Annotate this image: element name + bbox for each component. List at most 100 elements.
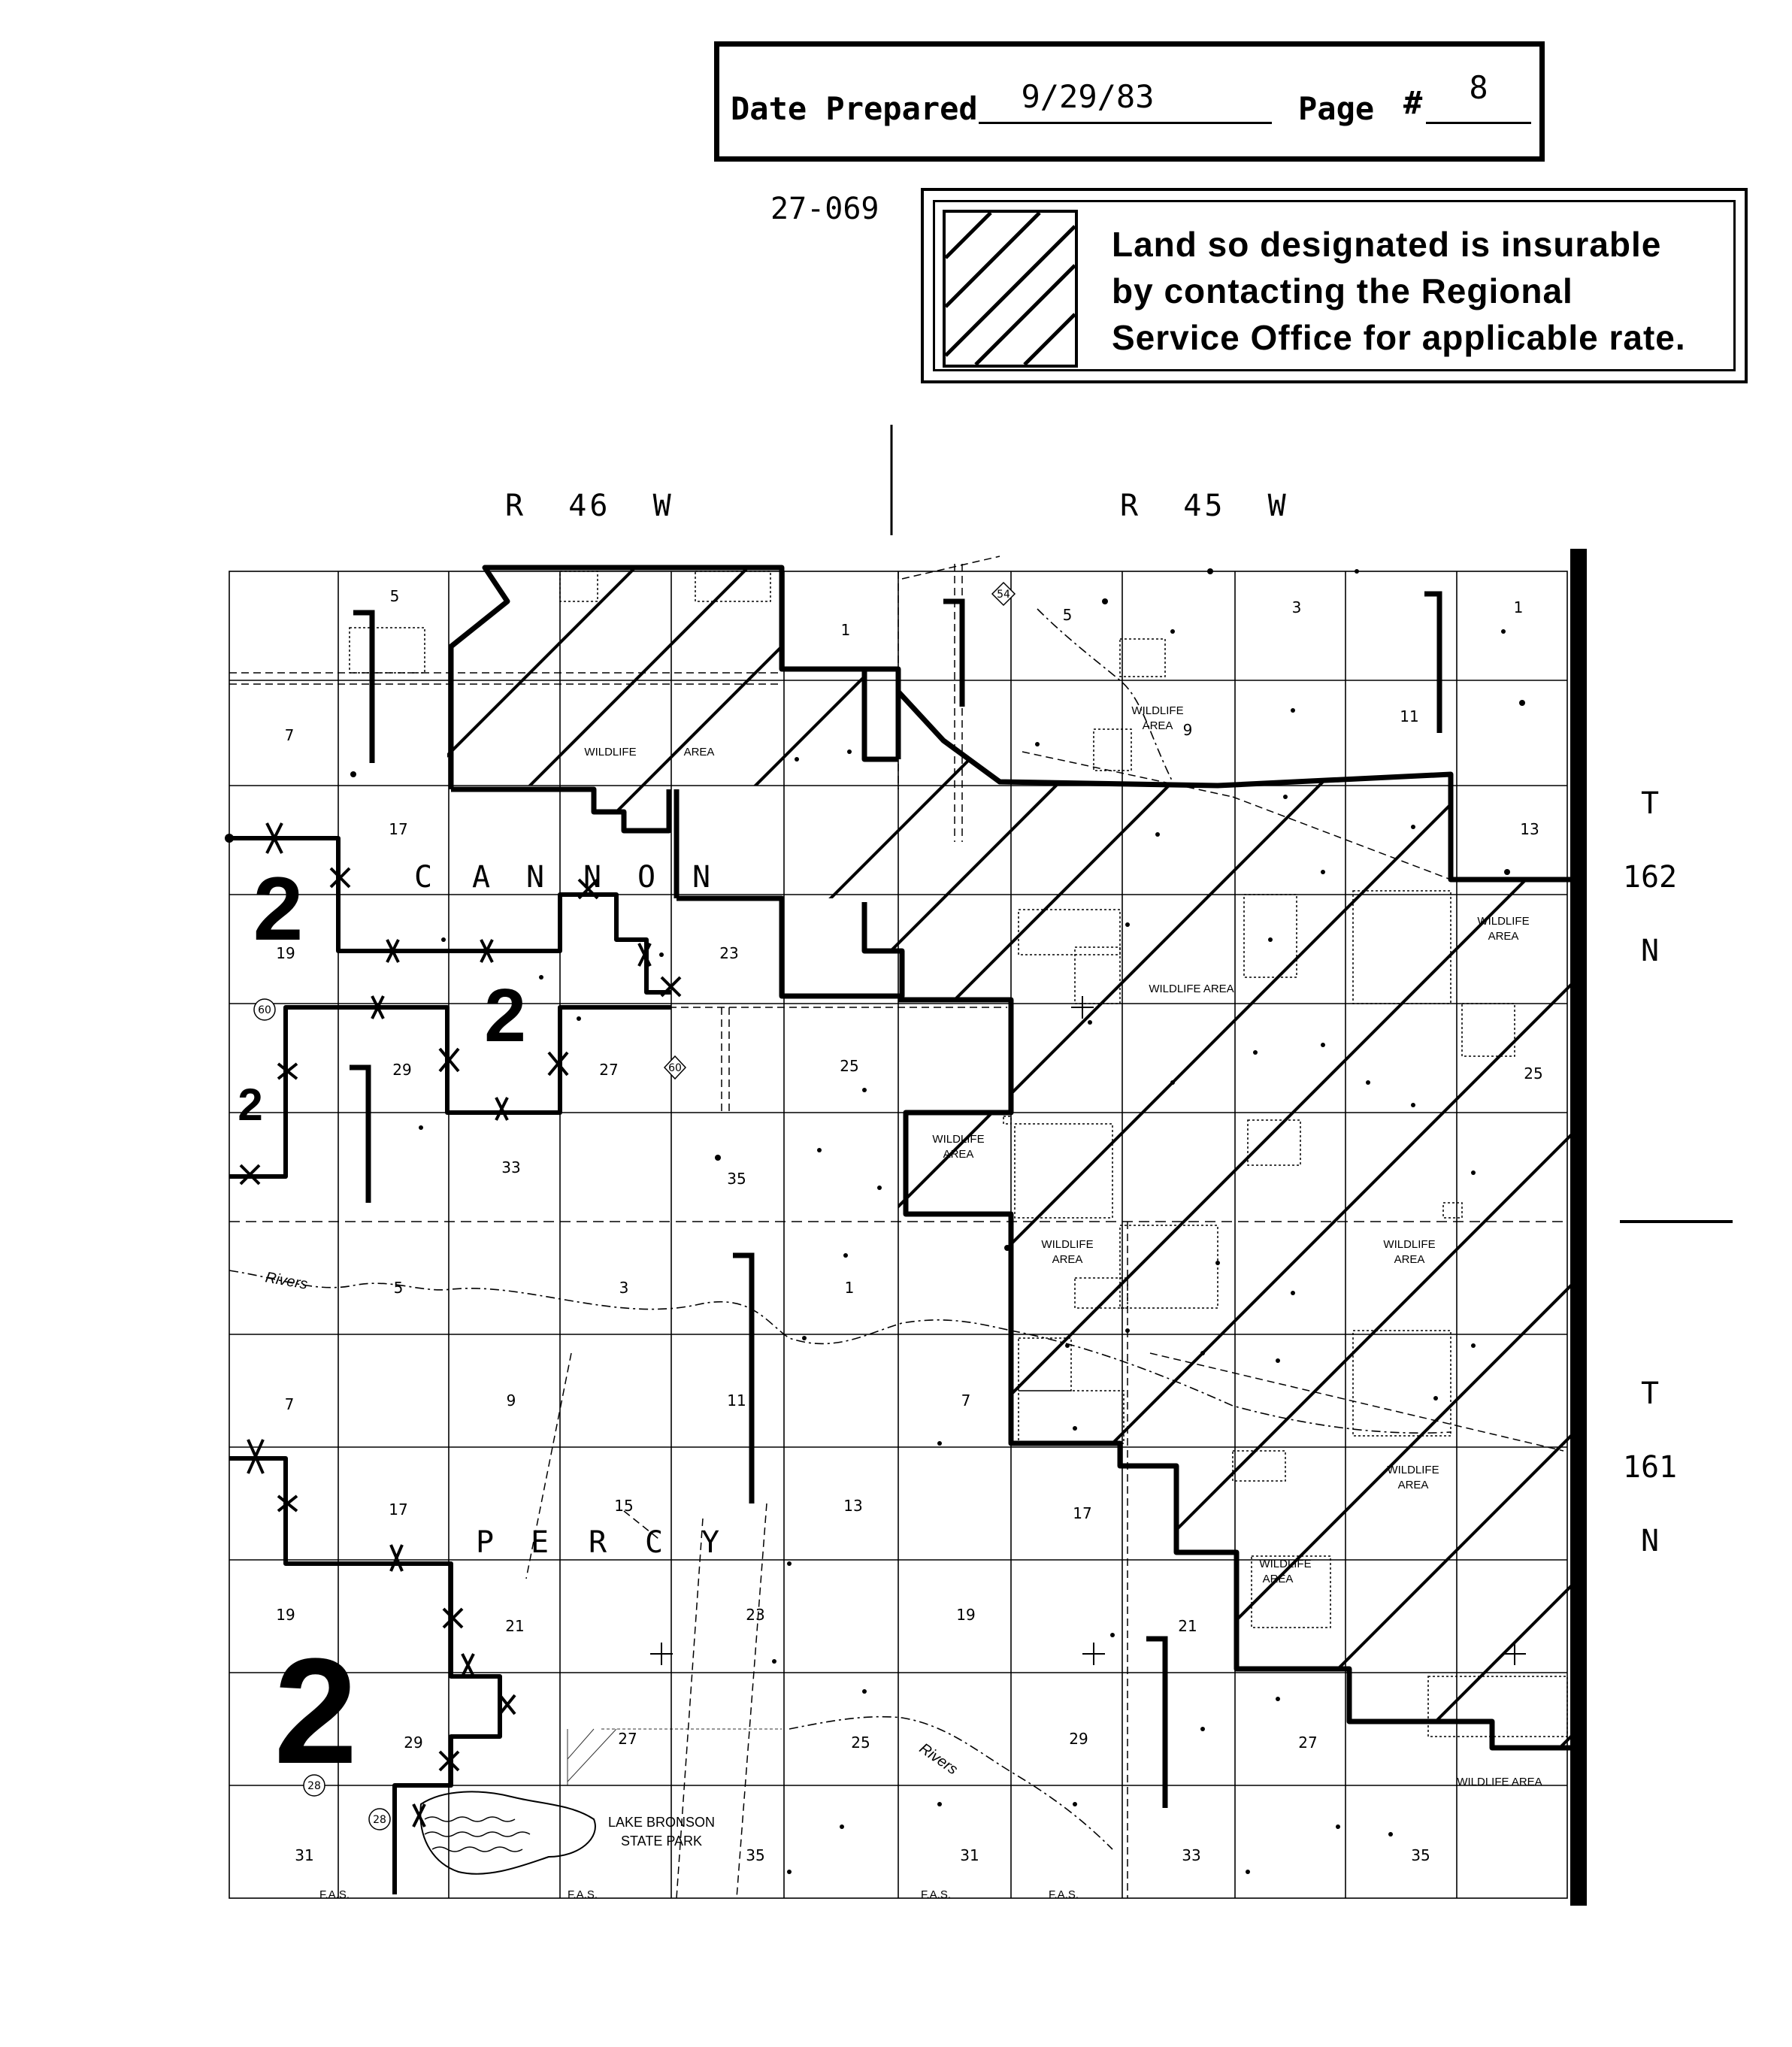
section-number: 23 [746, 1606, 764, 1624]
section-number: 19 [956, 1606, 975, 1624]
section-number: 11 [1400, 707, 1418, 725]
page-label: Page [1298, 90, 1375, 127]
wildlife-area-label: WILDLIFE AREA [1457, 1776, 1542, 1788]
cannon-letter: N [692, 860, 710, 895]
section-number: 1 [1514, 598, 1524, 616]
highway-shields: 60 60 54 28 28 [253, 581, 1016, 1830]
section-number: 3 [619, 1279, 629, 1297]
wildlife-label: WILDLIFE [1477, 915, 1529, 928]
area-label: AREA [1052, 1253, 1083, 1266]
section-number: 25 [840, 1057, 858, 1075]
lake-bronson [419, 1728, 782, 1875]
legend-line-1: Land so designated is insurable [1112, 225, 1662, 264]
rivers [229, 608, 1451, 1850]
area-label: AREA [1394, 1253, 1425, 1266]
percy-letter: E [531, 1525, 549, 1560]
date-prepared-label: Date Prepared [731, 90, 978, 127]
bracket-markers [350, 591, 1442, 1808]
section-number: 13 [843, 1497, 862, 1515]
section-number: 5 [1063, 606, 1073, 624]
legend-text: Land so designated is insurable by conta… [1112, 221, 1726, 361]
highway-54-diamond-icon [991, 581, 1016, 607]
fas-label: F.A.S. [1049, 1888, 1079, 1901]
section-number: 29 [392, 1061, 411, 1079]
section-number: 7 [285, 1395, 295, 1413]
section-number: 7 [961, 1391, 971, 1410]
section-number: 29 [1069, 1730, 1088, 1748]
township-161-number: 161 [1622, 1450, 1678, 1485]
section-number: 17 [1073, 1504, 1091, 1522]
zone-2-label: 2 [274, 1628, 357, 1795]
range-46w-label: R 46 W [505, 489, 674, 523]
percy-letter: P [476, 1525, 494, 1560]
area-label: AREA [943, 1148, 974, 1161]
section-number: 23 [719, 944, 738, 962]
township-161-t: T [1640, 1376, 1660, 1411]
percy-letter: Y [701, 1525, 719, 1560]
date-prepared-value: 9/29/83 [1021, 78, 1155, 115]
lake-bronson-label: LAKE BRONSON [608, 1815, 715, 1830]
township-162-number: 162 [1622, 860, 1678, 895]
fas-label: F.A.S. [568, 1888, 598, 1901]
state-park-label: STATE PARK [621, 1834, 702, 1849]
highway-60-label-b: 60 [668, 1062, 682, 1074]
zone-2-label: 2 [484, 974, 526, 1058]
section-number: 19 [276, 1606, 295, 1624]
section-number: 33 [1182, 1846, 1200, 1864]
zone-boundary-x-marks [239, 822, 682, 1827]
section-number: 1 [845, 1279, 855, 1297]
hatch-pattern-icon [944, 211, 1076, 366]
section-number: 27 [599, 1061, 618, 1079]
rivers-label: Rivers [916, 1740, 961, 1779]
roads [229, 556, 1564, 1899]
section-number: 5 [394, 1279, 404, 1297]
area-label: AREA [1143, 719, 1173, 732]
township-162-dir: N [1640, 934, 1660, 968]
page-value: 8 [1469, 69, 1488, 106]
section-number: 1 [841, 621, 851, 639]
area-label: AREA [1398, 1479, 1429, 1491]
legend-hatch-swatch [943, 210, 1078, 368]
fas-label: F.A.S. [921, 1888, 951, 1901]
page-hash: # [1403, 84, 1423, 121]
section-number: 3 [1292, 598, 1302, 616]
township-162-t: T [1640, 786, 1660, 821]
wildlife-label: WILDLIFE [1383, 1238, 1435, 1251]
cannon-letter: A [472, 860, 490, 895]
legend-box: Land so designated is insurable by conta… [921, 188, 1748, 383]
section-number: 31 [295, 1846, 313, 1864]
highway-60-diamond-icon [663, 1055, 687, 1080]
cannon-letter: N [583, 860, 601, 895]
highway-28-label-a: 28 [307, 1780, 321, 1792]
cannon-letter: N [526, 860, 544, 895]
highway-54-label: 54 [997, 589, 1010, 601]
legend-line-3: Service Office for applicable rate. [1112, 318, 1686, 357]
section-number: 29 [404, 1734, 422, 1752]
section-number: 13 [1520, 820, 1539, 838]
township-name-cannon: C A N N O N [414, 860, 710, 895]
section-number: 11 [727, 1391, 746, 1410]
section-numbers: 5 7 17 19 29 33 23 25 27 35 1 5 3 1 11 9… [276, 587, 1542, 1864]
township-161-dir: N [1640, 1524, 1660, 1558]
farmstead-dots [225, 568, 1525, 1874]
zone-2-labels: 2 2 2 2 [238, 858, 526, 1795]
section-number: 25 [851, 1734, 870, 1752]
fas-label: F.A.S. [319, 1888, 350, 1901]
section-number: 15 [614, 1497, 633, 1515]
wildlife-label: WILDLIFE [1131, 704, 1183, 717]
highway-28-label-b: 28 [373, 1814, 386, 1826]
percy-letter: R [589, 1525, 607, 1560]
wildlife-label: WILDLIFE [1259, 1558, 1311, 1570]
highway-28-shield-icon-b [368, 1808, 391, 1830]
legend-inner-frame: Land so designated is insurable by conta… [933, 200, 1736, 371]
percy-letter: C [645, 1525, 663, 1560]
section-number: 7 [285, 726, 295, 744]
highway-60-label-a: 60 [258, 1004, 271, 1016]
date-underline [979, 122, 1272, 124]
section-number: 5 [390, 587, 400, 605]
township-161n-label: T 161 N [1616, 1357, 1684, 1578]
section-number: 21 [1178, 1617, 1197, 1635]
section-number: 17 [389, 820, 407, 838]
township-name-percy: P E R C Y [476, 1525, 719, 1560]
area-label: AREA [1263, 1573, 1294, 1585]
